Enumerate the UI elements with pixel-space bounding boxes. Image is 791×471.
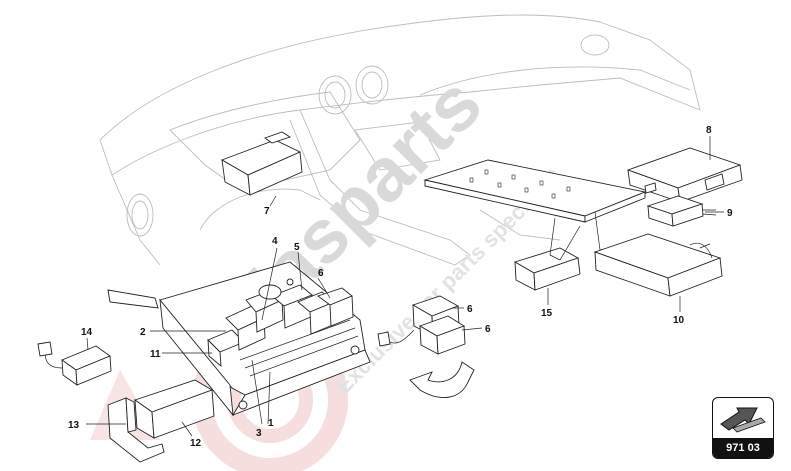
part-7: [220, 131, 303, 196]
callouts: 7 8 9 10 15 14 13 12 2 11 4 5 6 1 3 6 6: [68, 125, 733, 449]
callout-1: 1: [268, 418, 274, 429]
dashboard-outline: [99, 14, 701, 266]
part-12: [134, 379, 215, 439]
callout-2: 2: [140, 327, 146, 338]
callout-14: 14: [81, 327, 93, 338]
callout-9: 9: [727, 208, 733, 219]
callout-13: 13: [68, 420, 80, 431]
relay-tray: [107, 261, 371, 417]
callout-6-tray: 6: [318, 268, 324, 279]
part-8: [626, 147, 743, 203]
callout-4: 4: [272, 236, 278, 247]
part-14: [37, 341, 112, 386]
callout-6-upper: 6: [467, 304, 473, 315]
part-15: [513, 247, 581, 291]
callout-10: 10: [673, 315, 685, 326]
callout-8: 8: [706, 125, 712, 136]
callout-3: 3: [256, 428, 262, 439]
callout-7: 7: [264, 206, 270, 217]
part-13: [107, 397, 165, 463]
callout-11: 11: [150, 349, 161, 360]
callout-5: 5: [294, 242, 300, 253]
part-9: [646, 195, 717, 227]
figure-reference-box: 971 03: [712, 397, 774, 459]
ecu-mounting-plate: [423, 159, 647, 261]
callout-6-lower: 6: [485, 324, 491, 335]
direction-arrow-icon: [720, 407, 766, 433]
rotation-arrow-icon: [409, 361, 475, 398]
callout-12: 12: [190, 438, 202, 449]
callout-15: 15: [541, 308, 553, 319]
figure-reference-number: 971 03: [713, 438, 773, 458]
leader-lines: [86, 136, 724, 437]
part-6-relays: [377, 295, 466, 355]
part-10: [593, 233, 723, 297]
